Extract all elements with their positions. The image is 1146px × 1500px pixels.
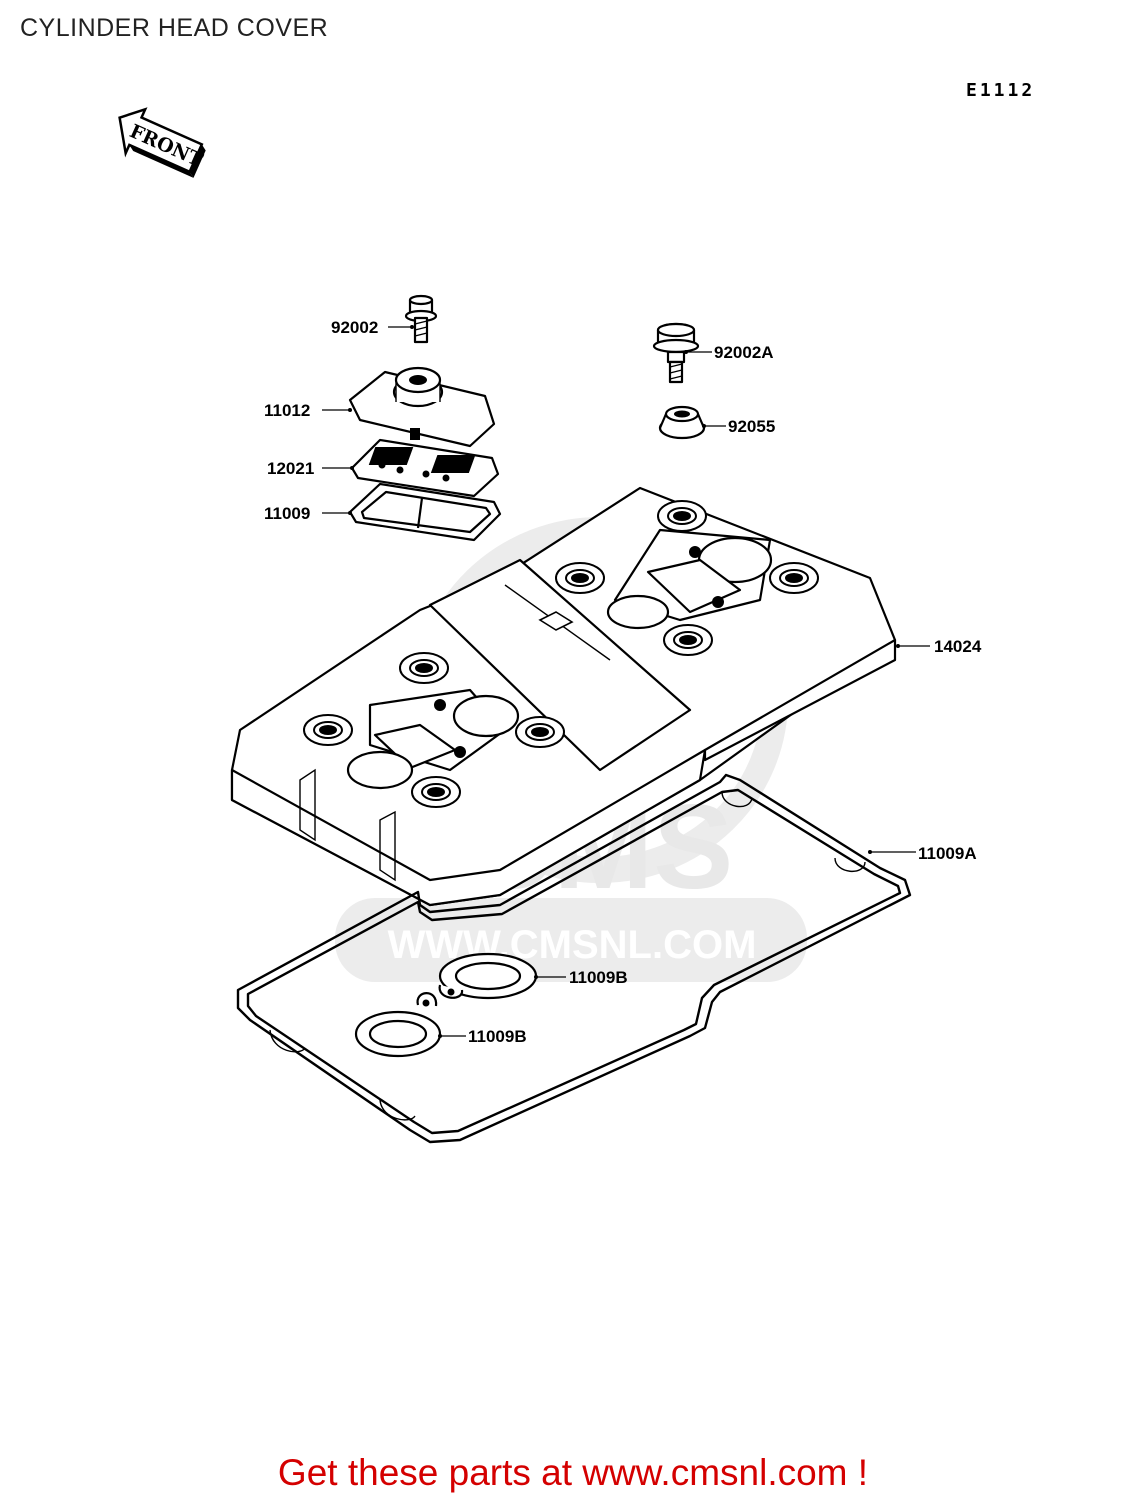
- cover-grommet: [399, 652, 449, 684]
- label-92055: 92055: [728, 417, 775, 436]
- label-11009a: 11009A: [918, 844, 977, 863]
- cover-grommet: [769, 562, 819, 594]
- label-11012: 11012: [264, 401, 310, 420]
- label-92002: 92002: [331, 318, 378, 337]
- grommet-92055: [658, 405, 706, 440]
- bolt-92002a: [652, 322, 700, 384]
- breather-gasket-11009: [348, 482, 502, 542]
- plug-seal-11009b-upper: [438, 952, 538, 1000]
- cover-grommet: [663, 624, 713, 656]
- cover-grommet: [555, 562, 605, 594]
- breather-cap-11012: [348, 366, 496, 448]
- breather-plate-12021: [350, 438, 500, 498]
- leader-lines: [322, 325, 930, 1038]
- cover-grommets: [303, 500, 819, 808]
- label-12021: 12021: [267, 459, 314, 478]
- cylinder-head-cover-14024: [230, 486, 897, 907]
- label-11009b-upper: 11009B: [569, 968, 628, 987]
- footer-cta-link[interactable]: Get these parts at www.cmsnl.com !: [277, 1452, 869, 1493]
- plug-seal-11009b-lower: [354, 992, 442, 1058]
- label-14024: 14024: [934, 637, 982, 656]
- label-11009: 11009: [264, 504, 310, 523]
- diagram-code: E1112: [966, 80, 1036, 101]
- cover-grommet: [515, 716, 565, 748]
- bolt-92002: [404, 294, 438, 344]
- front-arrow-icon: FRONT: [118, 107, 206, 178]
- cover-grommet: [657, 500, 707, 532]
- label-11009b-lower: 11009B: [468, 1027, 527, 1046]
- watermark-url: WWW.CMSNL.COM: [388, 923, 757, 967]
- page-title: CYLINDER HEAD COVER: [20, 14, 329, 42]
- label-92002a: 92002A: [714, 343, 774, 362]
- head-cover-gasket-11009a: [236, 773, 912, 1144]
- cover-grommet: [411, 776, 461, 808]
- cover-grommet: [303, 714, 353, 746]
